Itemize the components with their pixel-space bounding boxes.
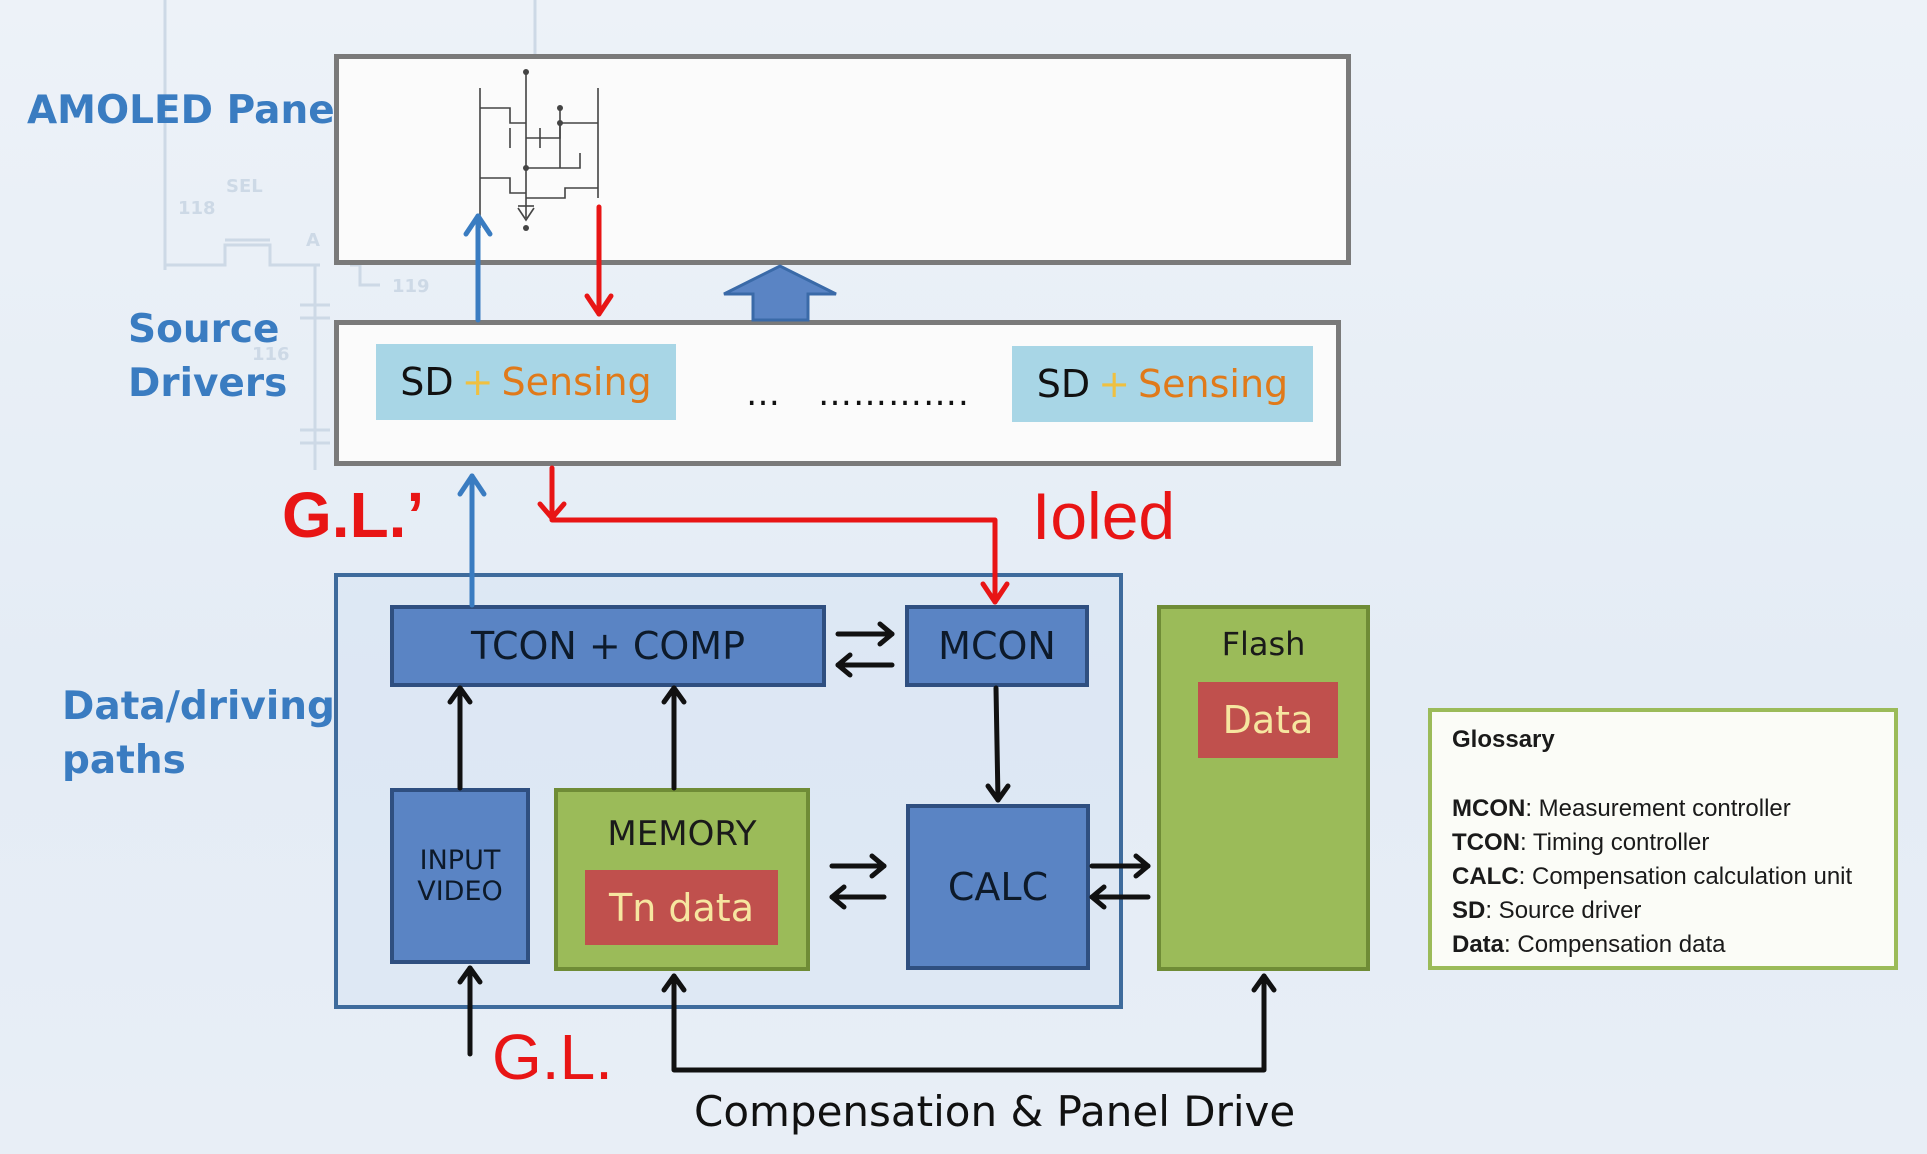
arrow-input-to-tcon [447,685,473,791]
arrow-memory-to-tcon [661,685,687,791]
ellipsis-long: …………. [818,374,970,414]
ellipsis-short: … [746,374,781,414]
tn-data-block: Tn data [585,870,778,945]
flash-label: Flash [1221,625,1306,663]
arrow-sd-to-panel [463,213,493,323]
mcon-block: MCON [905,605,1089,687]
memory-label: MEMORY [607,814,757,854]
input-video-block: INPUT VIDEO [390,788,530,964]
arrow-tcon-to-sd [457,473,487,608]
glossary-entry: SD: Source driver [1452,897,1642,924]
sd-label: SD [400,360,454,404]
glossary-title: Glossary [1452,726,1555,753]
flash-block [1157,605,1370,971]
amoled-panel-label: AMOLED Panel [27,88,349,133]
arrows-internal [447,621,1277,1073]
sd-sensing-block-1: SD + Sensing [376,344,676,420]
svg-text:A: A [306,230,320,251]
plus-sign: + [1098,362,1131,406]
arrows-memory-calc [829,853,887,910]
arrow-mcon-to-calc [985,685,1011,803]
sensing-label: Sensing [1138,362,1289,406]
source-drivers-label: Source Drivers [128,303,287,411]
ioled-label: Ioled [1032,479,1176,553]
amoled-panel-box [334,54,1351,265]
sensing-label: Sensing [501,360,652,404]
arrow-bottom-bus [661,973,1277,1073]
plus-sign: + [461,360,494,404]
glossary-entry: TCON: Timing controller [1452,829,1710,856]
sd-label: SD [1036,362,1091,406]
arrows-tcon-mcon [835,621,895,678]
arrows-calc-flash [1089,853,1151,910]
gl-label: G.L. [492,1021,613,1093]
calc-block: CALC [906,804,1090,970]
pixel-circuit-schematic [479,69,599,231]
gl-prime-label: G.L.’ [282,479,425,551]
arrow-sd-to-mcon [537,465,1010,605]
source-drivers-label-line1: Source [128,307,280,352]
svg-text:116: 116 [252,344,290,365]
input-video-line2: VIDEO [417,876,503,907]
block-arrow-up [723,264,837,322]
flash-data-block: Data [1198,682,1338,758]
svg-text:118: 118 [178,198,216,219]
glossary-entry: Data: Compensation data [1452,931,1726,958]
data-paths-label-line1: Data/driving [62,684,335,729]
sd-sensing-block-2: SD + Sensing [1012,346,1313,422]
glossary-box: Glossary MCON: Measurement controller TC… [1428,708,1898,970]
data-paths-label: Data/driving paths [62,680,335,788]
bottom-caption: Compensation & Panel Drive [694,1087,1296,1136]
arrow-gl-to-input [457,965,483,1057]
glossary-entry: CALC: Compensation calculation unit [1452,863,1853,890]
arrow-panel-to-sd [584,204,614,317]
data-paths-label-line2: paths [62,737,186,783]
source-drivers-label-line2: Drivers [128,360,288,406]
input-video-line1: INPUT [419,845,501,876]
tcon-comp-block: TCON + COMP [390,605,826,687]
glossary-entry: MCON: Measurement controller [1452,795,1791,822]
svg-text:119: 119 [392,276,430,297]
svg-text:SEL: SEL [226,176,263,197]
